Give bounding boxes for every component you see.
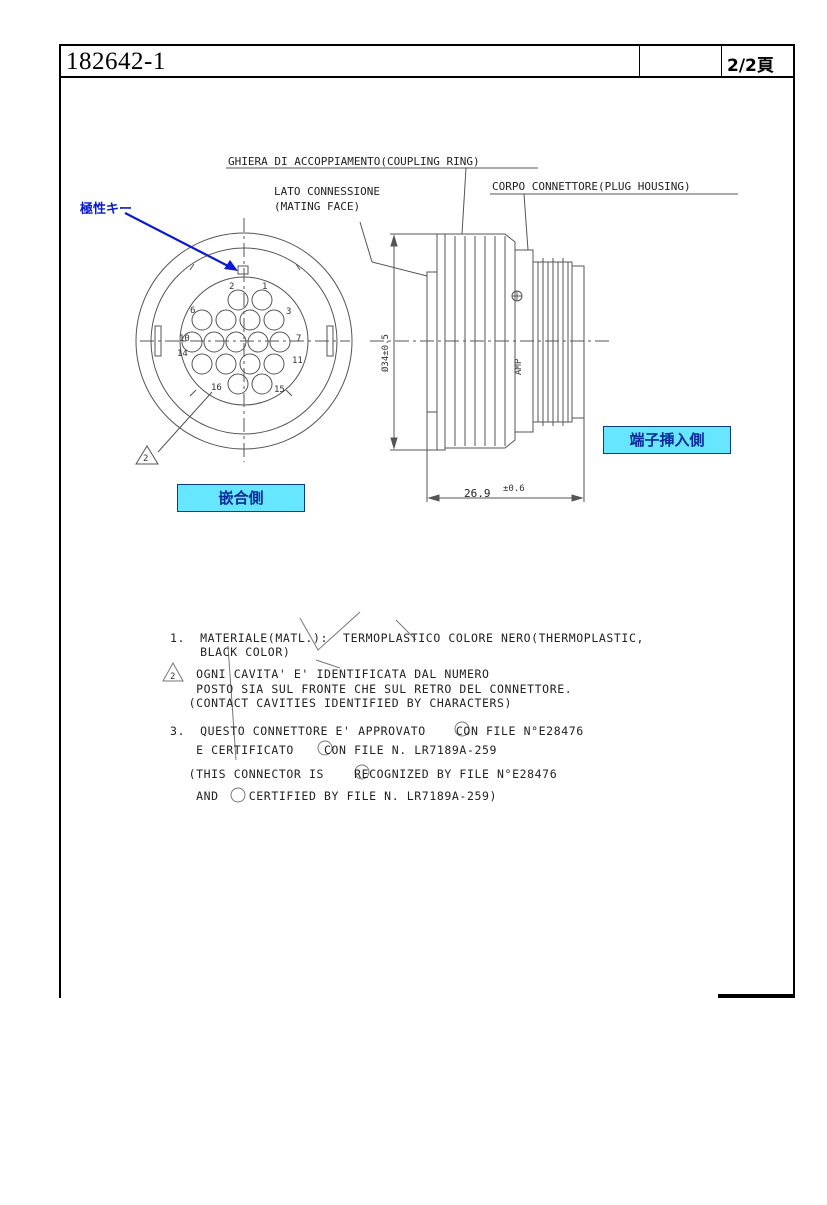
- length-dimension-text: 26.9: [464, 487, 491, 500]
- contact-number-15: 15: [274, 385, 285, 395]
- note-triangle-number: 2: [143, 454, 148, 464]
- blank-cell: [639, 46, 722, 76]
- plug-housing-label: CORPO CONNETTORE(PLUG HOUSING): [492, 180, 691, 193]
- left-lug: [154, 325, 162, 357]
- outer-ring: [135, 232, 353, 450]
- csa-mark-1: [317, 740, 333, 756]
- contact-number-6: 6: [190, 306, 195, 316]
- note-triangle-front: [135, 445, 159, 465]
- coupling-ring-body: [444, 233, 516, 449]
- contact-number-7: 7: [296, 334, 301, 344]
- mating-face-leader-1: [359, 221, 373, 263]
- frame-left-border: [59, 76, 61, 998]
- amp-mark: AMP: [514, 358, 524, 375]
- mating-flange: [426, 271, 438, 413]
- length-tolerance-text: ±0.6: [503, 484, 525, 494]
- coupling-ring-front: [436, 233, 446, 451]
- note-1-line-2: BLACK COLOR): [170, 645, 291, 659]
- contact-number-3: 3: [286, 307, 291, 317]
- note-3-line-3: (THIS CONNECTOR IS RECOGNIZED BY FILE N°…: [166, 767, 558, 781]
- coupling-ring-leader: [461, 167, 467, 235]
- mating-face-label-1: LATO CONNESSIONE: [274, 185, 380, 198]
- ul-mark-2: [354, 764, 370, 780]
- coupling-ring-label: GHIERA DI ACCOPPIAMENTO(COUPLING RING): [228, 155, 480, 168]
- contact-number-14: 14: [177, 349, 188, 359]
- csa-mark-2: [230, 787, 246, 803]
- plug-housing-leader: [523, 193, 529, 251]
- note-1-line-1: 1. MATERIALE(MATL.): TERMOPLASTICO COLOR…: [170, 631, 644, 645]
- thread-lines: [537, 258, 569, 426]
- contact-cavities: [181, 289, 291, 395]
- part-number-cell: 182642-1: [61, 46, 640, 76]
- mating-side-label: 嵌合側: [177, 484, 305, 512]
- polarity-key-label: 極性キー: [80, 202, 133, 217]
- note-2-triangle: [162, 661, 184, 682]
- note-2-number: 2: [170, 672, 175, 682]
- inner-ring: [150, 247, 338, 435]
- note-2-line-3: (CONTACT CAVITIES IDENTIFIED BY CHARACTE…: [166, 696, 513, 710]
- note-3-line-4: AND CERTIFIED BY FILE N. LR7189A-259): [166, 789, 498, 803]
- contact-number-1: 1: [262, 282, 267, 292]
- contact-numbers: 1 2 3 6 7 10 11 14 15 16 2: [143, 282, 303, 464]
- right-lug: [326, 325, 334, 357]
- contact-number-2: 2: [229, 282, 234, 292]
- diameter-dimension-text: Ø34±0.5: [380, 334, 391, 372]
- part-number: 182642-1: [66, 48, 166, 75]
- page-number: 2/2頁: [727, 56, 774, 76]
- note-2-line-1: OGNI CAVITA' E' IDENTIFICATA DAL NUMERO: [166, 667, 490, 681]
- polarity-key-slot: [237, 265, 249, 275]
- mating-face-leader-2: [371, 261, 428, 277]
- rear-collar: [571, 265, 585, 419]
- frame-foot-mark: [718, 994, 795, 998]
- notes-markup: [162, 611, 470, 803]
- ul-mark-1: [454, 721, 470, 737]
- note-leader: [157, 391, 213, 453]
- contact-number-10: 10: [179, 334, 190, 344]
- frame-right-border: [793, 76, 795, 998]
- mating-face-label-2: (MATING FACE): [274, 200, 360, 213]
- coupling-ribs: [454, 236, 506, 446]
- note-3-line-2: E CERTIFICATO CON FILE N. LR7189A-259: [166, 743, 498, 757]
- title-block: 182642-1 2/2頁: [59, 44, 795, 78]
- note-2-line-2: POSTO SIA SUL FRONTE CHE SUL RETRO DEL C…: [166, 682, 573, 696]
- polarity-arrow: [124, 212, 238, 271]
- terminal-insert-side-label: 端子挿入側: [603, 426, 731, 454]
- plug-housing: [514, 249, 534, 433]
- note-3-line-1: 3. QUESTO CONNETTORE E' APPROVATO CON FI…: [170, 724, 584, 738]
- contact-number-16: 16: [211, 383, 222, 393]
- insert-face: [179, 276, 309, 406]
- front-view: [135, 218, 353, 465]
- contact-number-11: 11: [292, 356, 303, 366]
- page-number-cell: 2/2頁: [721, 46, 793, 76]
- side-view: [226, 167, 738, 502]
